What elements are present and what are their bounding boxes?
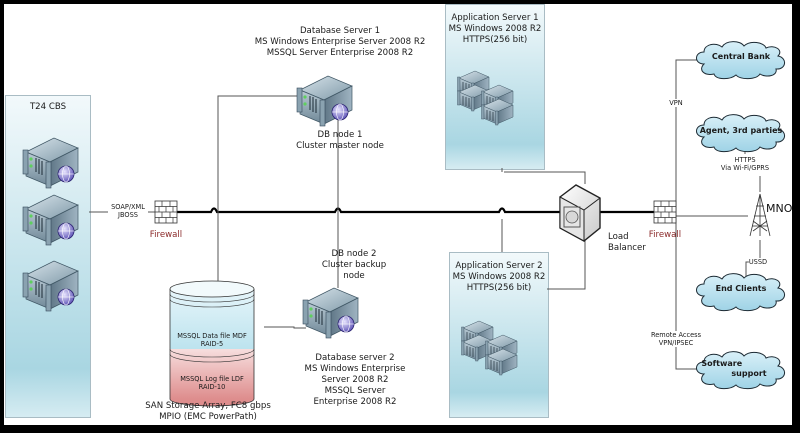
app-server-2-title-line: Application Server 2 bbox=[455, 261, 543, 271]
app-server-1-title-line: Application Server 1 bbox=[451, 13, 539, 23]
ldf-text: MSSQL Log file LDF bbox=[180, 375, 244, 383]
https-label: HTTPS Via Wi-Fi/GPRS bbox=[721, 156, 769, 172]
db2-os-line1: MS Windows Enterprise bbox=[304, 364, 406, 374]
cluster-master-text: Cluster master node bbox=[296, 141, 384, 151]
mno-tower-icon bbox=[749, 193, 771, 237]
app2-lb-link bbox=[547, 240, 586, 290]
app-server-1-protocol-line: HTTPS(256 bit) bbox=[462, 35, 528, 45]
load-balancer-icon bbox=[559, 184, 601, 242]
app-server-1-os-line: MS Windows 2008 R2 bbox=[448, 24, 542, 34]
node-text: node bbox=[343, 271, 365, 281]
mno-label: MNO bbox=[766, 202, 792, 215]
db2-name: Database server 2 bbox=[315, 353, 395, 363]
db1-san-link bbox=[217, 95, 300, 304]
software-support-label: Software support bbox=[701, 359, 767, 379]
db-server-1-title: Database Server 1 MS Windows Enterprise … bbox=[255, 26, 426, 59]
network-diagram: T24 CBS Application Server 1 MS Windows … bbox=[4, 4, 792, 425]
san-data-file-label: MSSQL Data file MDF RAID-5 bbox=[177, 332, 247, 348]
app-server-2-protocol-line: HTTPS(256 bit) bbox=[466, 283, 532, 293]
vpn-label: VPN bbox=[669, 99, 683, 107]
db2-san-link bbox=[264, 326, 306, 329]
db-node-2-label: DB node 2 Cluster backup node bbox=[322, 249, 386, 282]
software-text: Software bbox=[701, 359, 743, 368]
end-clients-label: End Clients bbox=[715, 284, 767, 293]
diagram-graphics bbox=[22, 41, 786, 407]
db1-os: MS Windows Enterprise Server 2008 R2 bbox=[254, 37, 426, 47]
db-server-2-icon bbox=[302, 287, 359, 339]
left-firewall-icon bbox=[154, 200, 178, 224]
vpn-ipsec-text: VPN/IPSEC bbox=[658, 339, 694, 347]
right-firewall-icon bbox=[653, 200, 677, 224]
db-node-1-label: DB node 1 Cluster master node bbox=[296, 130, 384, 152]
remote-access-text: Remote Access bbox=[650, 331, 702, 339]
soap-xml-text: SOAP/XML bbox=[111, 203, 145, 211]
balancer-text: Balancer bbox=[608, 243, 646, 253]
left-firewall-label: Firewall bbox=[149, 230, 183, 240]
raid10-text: RAID-10 bbox=[198, 383, 226, 391]
load-balancer-label: Load Balancer bbox=[608, 232, 646, 254]
jboss-text: JBOSS bbox=[118, 211, 138, 219]
load-text: Load bbox=[608, 232, 629, 242]
cluster-backup-text: Cluster backup bbox=[321, 260, 387, 270]
app1-lb-link bbox=[504, 171, 586, 184]
raid5-text: RAID-5 bbox=[200, 340, 224, 348]
db2-sql-line2: Enterprise 2008 R2 bbox=[313, 397, 397, 407]
db-node-2-text: DB node 2 bbox=[331, 249, 377, 259]
https-text: HTTPS bbox=[734, 156, 756, 164]
right-firewall-label: Firewall bbox=[648, 230, 682, 240]
app-server-2-cluster-icon bbox=[462, 321, 518, 375]
db1-name: Database Server 1 bbox=[299, 26, 381, 36]
app-server-2-panel: Application Server 2 MS Windows 2008 R2 … bbox=[449, 252, 549, 418]
t24-server-3-icon bbox=[22, 260, 79, 312]
app-server-2-os-line: MS Windows 2008 R2 bbox=[452, 272, 546, 282]
central-bank-label: Central Bank bbox=[711, 52, 771, 61]
san-storage-icon bbox=[169, 280, 255, 407]
t24-cbs-title: T24 CBS bbox=[29, 102, 67, 112]
san-array-text: SAN Storage Array, FC8 gbps bbox=[145, 401, 271, 411]
db2-os-line2: Server 2008 R2 bbox=[321, 375, 389, 385]
t24-server-1-icon bbox=[22, 137, 79, 189]
mpio-text: MPIO (EMC PowerPath) bbox=[159, 412, 257, 422]
ussd-label: USSD bbox=[748, 258, 768, 266]
app-server-1-cluster-icon bbox=[458, 71, 514, 125]
mdf-text: MSSQL Data file MDF bbox=[177, 332, 247, 340]
t24-server-2-icon bbox=[22, 194, 79, 246]
db-node-1-text: DB node 1 bbox=[317, 130, 363, 140]
db2-sql-line1: MSSQL Server bbox=[324, 386, 386, 396]
support-text: support bbox=[731, 369, 767, 378]
wifi-gprs-text: Via Wi-Fi/GPRS bbox=[720, 164, 770, 172]
db-server-1-icon bbox=[296, 75, 353, 127]
db-server-2-title: Database server 2 MS Windows Enterprise … bbox=[305, 353, 406, 408]
remote-access-label: Remote Access VPN/IPSEC bbox=[650, 331, 702, 347]
soap-xml-label: SOAP/XML JBOSS bbox=[111, 203, 145, 219]
san-log-file-label: MSSQL Log file LDF RAID-10 bbox=[180, 375, 244, 391]
db1-sql: MSSQL Server Enterprise 2008 R2 bbox=[266, 48, 414, 58]
san-caption: SAN Storage Array, FC8 gbps MPIO (EMC Po… bbox=[145, 401, 271, 423]
agent-label: Agent, 3rd parties bbox=[699, 126, 783, 135]
